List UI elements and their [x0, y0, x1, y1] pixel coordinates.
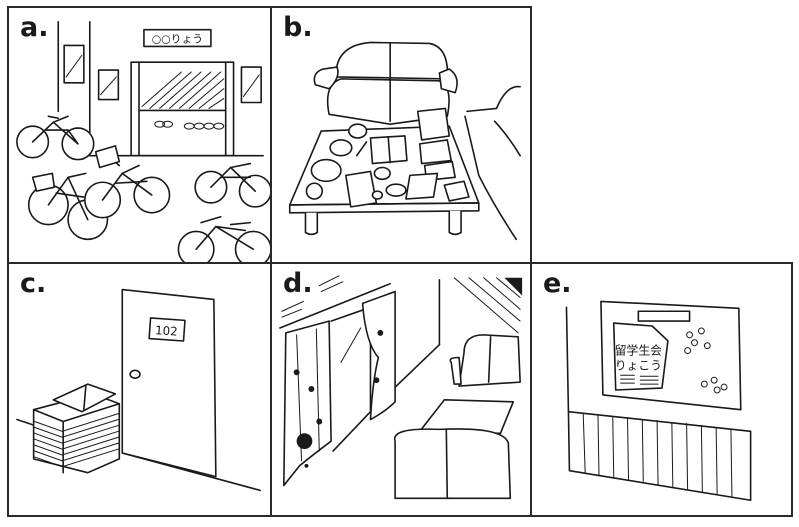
messy-lounge-illustration: [272, 8, 530, 262]
bicycle: [195, 164, 270, 207]
panel-e: e. 留学生会 りょこう: [530, 262, 793, 517]
panel-label-c: c.: [20, 268, 47, 299]
window: [331, 307, 370, 451]
panel-d: d.: [270, 262, 532, 517]
dirty-curtain-room-illustration: [272, 264, 523, 515]
torn-poster: 留学生会 りょこう: [614, 323, 668, 390]
bicycle: [17, 116, 94, 159]
books-and-cups: [306, 108, 468, 206]
panel-label-d: d.: [283, 268, 313, 299]
cobweb-shading: [282, 276, 520, 333]
bulletin-board-illustration: 留学生会 りょこう: [532, 264, 791, 515]
shoes: [155, 121, 224, 129]
panel-label-b: b.: [283, 12, 313, 43]
newspaper-stack: [34, 384, 120, 473]
door-number: 102: [155, 323, 178, 339]
panel-a: a. ○○りょう: [7, 6, 272, 264]
room-door: 102: [122, 290, 216, 477]
panel-b: b.: [270, 6, 532, 264]
poster-subtitle: りょこう: [615, 358, 662, 372]
curtain-left: [284, 321, 331, 485]
low-table: [420, 400, 514, 433]
door-knob: [130, 370, 140, 378]
panel-label-e: e.: [543, 268, 572, 299]
dorm-sign-text: ○○りょう: [152, 32, 203, 45]
wainscot-panels: [568, 412, 750, 501]
panel-label-a: a.: [20, 12, 49, 43]
door-with-newspapers-illustration: 102: [9, 264, 270, 515]
dorm-sign: [144, 30, 211, 47]
panel-c: c. 102: [7, 262, 272, 517]
curtain-right: [363, 292, 395, 420]
sofa: [395, 429, 511, 498]
bicycle: [178, 217, 270, 262]
poster-title: 留学生会: [615, 344, 662, 358]
armchair: [465, 87, 520, 240]
small-sofa: [450, 335, 520, 386]
dormitory-entrance-illustration: ○○りょう: [9, 8, 270, 262]
bicycle: [85, 146, 170, 218]
